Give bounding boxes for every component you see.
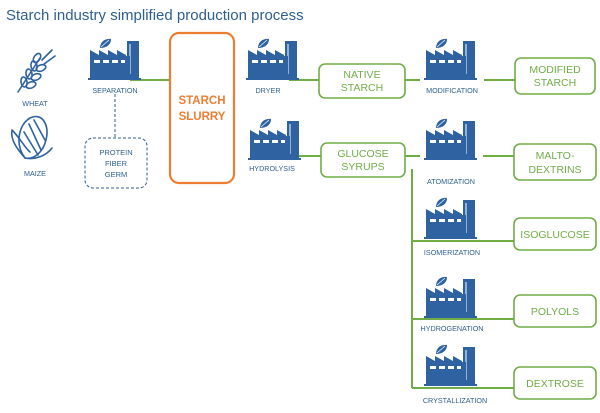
byproduct-fiber: FIBER (105, 159, 128, 168)
modified-starch-line1: MODIFIED (529, 64, 581, 76)
wheat-icon (17, 49, 56, 93)
isomerization-factory-icon (423, 197, 478, 240)
byproduct-protein: PROTEIN (99, 148, 132, 157)
separation-factory-icon (87, 38, 142, 81)
native-starch-box (318, 63, 406, 99)
isoglucose-text: ISOGLUCOSE (520, 229, 589, 241)
maltodextrins-box (513, 143, 597, 181)
crystallization-label: CRYSTALLIZATION (423, 396, 487, 405)
native-starch-line1: NATIVE (343, 69, 380, 81)
glucose-syrups-line2: SYRUPS (341, 161, 384, 173)
atomization-factory-icon (423, 118, 478, 161)
isomerization-label: ISOMERIZATION (424, 248, 480, 257)
modification-factory-icon (423, 38, 478, 81)
modified-starch-box (514, 57, 596, 95)
isoglucose-box (513, 217, 597, 251)
maize-icon (10, 115, 53, 160)
glucose-syrups-line1: GLUCOSE (337, 148, 388, 160)
dryer-label: DRYER (255, 86, 280, 95)
native-starch-line2: STARCH (341, 82, 383, 94)
modified-starch-line2: STARCH (534, 77, 576, 89)
dextrose-text: DEXTROSE (526, 378, 584, 390)
dextrose-box (513, 366, 597, 400)
polyols-text: POLYOLS (531, 306, 579, 318)
byproduct-germ: GERM (105, 170, 128, 179)
starch-slurry-line2: SLURRY (179, 111, 226, 123)
wheat-label: WHEAT (22, 99, 48, 108)
hydrolysis-factory-icon (247, 118, 302, 161)
separation-label: SEPARATION (92, 86, 137, 95)
connector-lines (114, 79, 515, 389)
dryer-factory-icon (245, 38, 300, 81)
byproducts-box (84, 137, 148, 189)
crystallization-factory-icon (423, 344, 478, 387)
atomization-label: ATOMIZATION (427, 177, 475, 186)
maize-label: MAIZE (24, 169, 46, 178)
maltodextrins-line1: MALTO- (536, 150, 575, 162)
hydrogenation-label: HYDROGENATION (421, 324, 484, 333)
starch-slurry-box (168, 31, 236, 185)
hydrolysis-label: HYDROLYSIS (249, 164, 295, 173)
diagram-title: Starch industry simplified production pr… (6, 7, 304, 24)
maltodextrins-line2: DEXTRINS (528, 164, 581, 176)
starch-slurry-line1: STARCH (178, 95, 225, 107)
polyols-box (513, 294, 597, 328)
glucose-syrups-box (320, 142, 406, 178)
hydrogenation-factory-icon (423, 276, 478, 319)
modification-label: MODIFICATION (426, 86, 478, 95)
